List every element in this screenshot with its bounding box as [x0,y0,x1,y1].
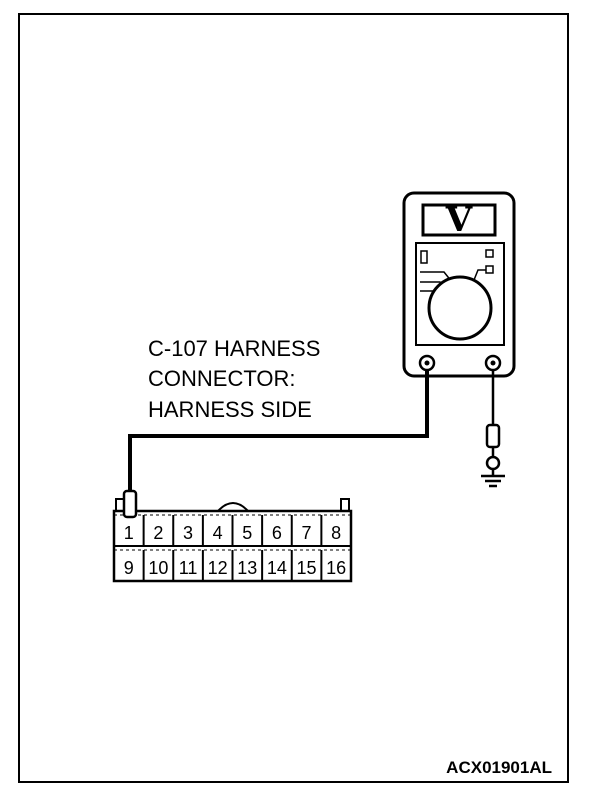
range-marker-icon [420,250,428,264]
voltmeter-display-text: V [445,200,473,240]
connector-pin-4: 4 [213,523,223,543]
connector-pin-12: 12 [208,558,228,578]
connector-pin-9: 9 [124,558,134,578]
figure-frame [18,13,569,783]
selector-dial-knob [427,275,493,341]
connector-pin-11: 11 [179,558,198,578]
connector-pin-3: 3 [183,523,193,543]
connector-pin-14: 14 [267,558,287,578]
connector-pin-13: 13 [237,558,257,578]
voltmeter-display [421,203,497,237]
connector-lock-tab [217,502,249,512]
connector-pin-15: 15 [297,558,317,578]
connector-pin-5: 5 [242,523,252,543]
connector-pin-10: 10 [148,558,168,578]
connector-label-line1: C-107 HARNESS [148,336,320,361]
range-marker-icon [485,249,494,258]
voltmeter: V [402,191,516,378]
probe-tip-icon [122,489,138,519]
connector-pin-1: 1 [124,523,134,543]
probe-tip-icon [485,423,501,449]
connector-pin-16: 16 [326,558,346,578]
range-scale-line [473,269,486,281]
negative-probe-jack-center [490,360,496,366]
connector-pin-6: 6 [272,523,282,543]
connector-label-line2: CONNECTOR: [148,366,296,391]
ground-clip-icon [485,455,501,471]
connector-pin-2: 2 [153,523,163,543]
positive-test-lead [128,370,429,505]
connector-pin-7: 7 [302,523,312,543]
negative-lead-to-ground [481,370,505,488]
figure-code: ACX01901AL [446,758,552,777]
connector-pin-8: 8 [331,523,341,543]
positive-probe-jack-center [424,360,430,366]
connector-label-line3: HARNESS SIDE [148,397,312,422]
